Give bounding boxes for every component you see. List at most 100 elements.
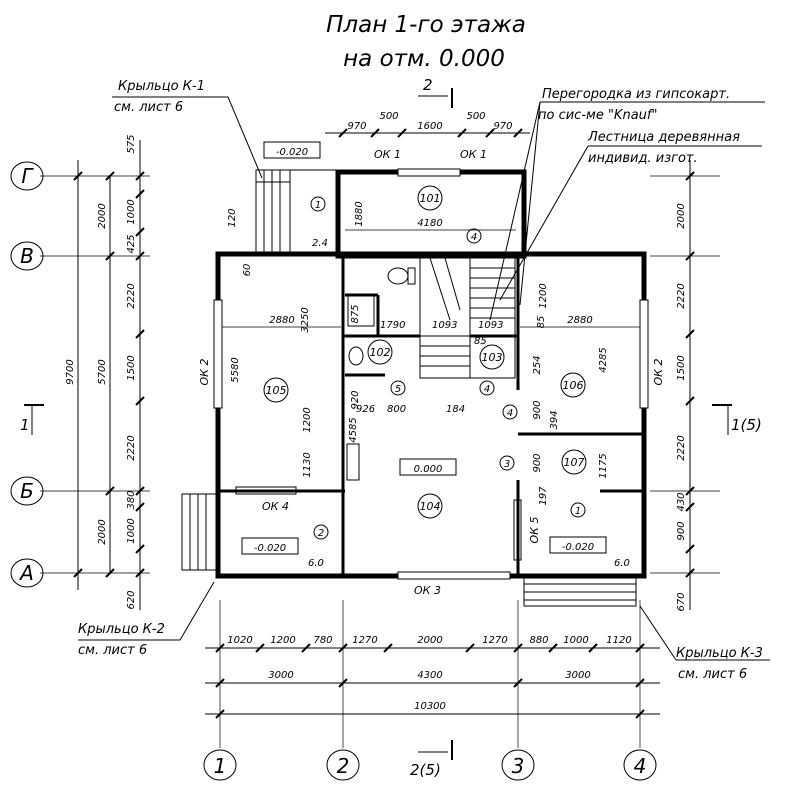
- marker-1b: 1: [575, 506, 581, 517]
- dim-875: 875: [350, 304, 361, 323]
- dim-4285: 4285: [598, 347, 609, 372]
- dim-bottom-5: 2000: [417, 635, 442, 646]
- axis-bubble-a: [10, 558, 44, 588]
- dim-left-inner-2: 1000: [126, 199, 137, 224]
- dim-right-3: 1500: [676, 355, 687, 380]
- dim-926: 926: [356, 404, 375, 415]
- dim-254: 254: [532, 355, 543, 374]
- axis-bubble-1: [203, 749, 237, 781]
- tag-ok1-right: ОК 1: [460, 148, 487, 161]
- porch-k2: [181, 493, 219, 571]
- dim-right-6: 900: [676, 521, 687, 540]
- axis-bubble-g: [10, 161, 44, 191]
- toilet-icon: [387, 267, 409, 285]
- axis-label-2: 2: [337, 754, 350, 778]
- note-partition-system: по сис-ме "Knauf": [538, 108, 657, 123]
- porch-k3: [523, 575, 637, 607]
- note-porch-k3-ref: см. лист 6: [678, 667, 747, 682]
- level-porch-k2: -0.020: [254, 543, 286, 554]
- stove-icon: [346, 443, 360, 481]
- porch-k1: [255, 169, 338, 255]
- axis-bubble-b: [10, 476, 44, 506]
- dim-left-inner-3: 425: [126, 234, 137, 253]
- dim-184: 184: [446, 404, 465, 415]
- note-stair: Лестница деревянная: [587, 130, 740, 145]
- dim-900-b: 900: [532, 453, 543, 472]
- inner-dimensions: 4180 2880 2880 1880 3250 5580 1790 1093 …: [222, 201, 640, 506]
- dim-1790: 1790: [380, 320, 405, 331]
- room-101: 101: [420, 192, 441, 205]
- tag-ok2-right: ОК 2: [652, 359, 665, 386]
- window-tags: ОК 1 ОК 1 ОК 2 ОК 2 ОК 3 ОК 4 ОК 5: [198, 148, 665, 597]
- level-porch-k3: -0.020: [562, 542, 594, 553]
- top-dimensions: 970 500 1600 500 970: [325, 111, 530, 138]
- dim-left-mid-2: 5700: [97, 359, 108, 384]
- dim-5580: 5580: [230, 357, 241, 382]
- section-bottom-label: 2(5): [410, 761, 441, 779]
- dim-800: 800: [387, 404, 406, 415]
- room-labels: 101 102 103 104 105 106 107: [263, 185, 587, 519]
- note-porch-k1: Крыльцо К-1: [118, 79, 205, 94]
- window-ok3: [397, 571, 511, 580]
- dim-bottom-8: 1000: [563, 635, 588, 646]
- dim-394: 394: [549, 410, 560, 429]
- dim-bottom-1: 1020: [227, 635, 252, 646]
- dim-85-b: 85: [536, 316, 547, 329]
- room-104: 104: [420, 500, 441, 513]
- room-106: 106: [563, 379, 584, 392]
- dim-left-inner-7: 380: [126, 490, 137, 509]
- dim-bottom2-1: 3000: [268, 670, 293, 681]
- dim-top-5: 970: [493, 121, 512, 132]
- dim-2880-right: 2880: [567, 315, 592, 326]
- sanitary-fixtures: [346, 267, 416, 481]
- dim-2-4: 2.4: [312, 238, 328, 249]
- level-step-left: 6.0: [308, 558, 324, 569]
- dim-1880: 1880: [354, 201, 365, 226]
- tag-ok3: ОК 3: [414, 584, 441, 597]
- level-step-right: 6.0: [614, 558, 630, 569]
- dim-top-3: 1600: [417, 121, 442, 132]
- door-markers: 1 4 2 5 4 4 3 1: [310, 196, 586, 540]
- dim-right-5: 430: [676, 492, 687, 511]
- window-ok2-right: [639, 299, 649, 409]
- wooden-stair: [419, 257, 516, 379]
- tag-ok2-left: ОК 2: [198, 359, 211, 386]
- marker-3: 3: [504, 459, 510, 470]
- section-top-label: 2: [423, 76, 433, 94]
- dim-bottom3: 10300: [414, 701, 446, 712]
- house-outline: [215, 251, 647, 579]
- marker-2: 2: [318, 528, 324, 539]
- axis-bubble-3: [501, 749, 535, 781]
- section-markers: 2 2(5) 1 1(5): [20, 76, 762, 779]
- marker-4c: 4: [507, 408, 513, 419]
- plan-title: План 1-го этажа: [326, 12, 526, 38]
- tag-ok4: ОК 4: [262, 500, 289, 513]
- top-annex-outline: [335, 169, 527, 259]
- dim-right-2: 2220: [676, 283, 687, 308]
- dim-top-2: 500: [379, 111, 398, 122]
- window-ok1: [397, 168, 461, 177]
- section-left-label: 1: [20, 416, 30, 434]
- note-partition: Перегородка из гипсокарт.: [542, 87, 730, 102]
- axis-label-3: 3: [512, 754, 525, 778]
- dim-bottom2-2: 4300: [417, 670, 442, 681]
- dim-bottom-6: 1270: [482, 635, 507, 646]
- note-porch-k2: Крыльцо К-2: [78, 622, 165, 637]
- note-stair-make: индивид. изгот.: [588, 151, 698, 166]
- dim-bottom-9: 1120: [606, 635, 631, 646]
- room-102: 102: [370, 346, 391, 359]
- note-porch-k1-ref: см. лист 6: [114, 100, 183, 115]
- level-floor: 0.000: [414, 464, 443, 475]
- dim-top-4: 500: [466, 111, 485, 122]
- axis-label-v: В: [20, 244, 34, 268]
- level-marks: -0.020 -0.020 -0.020 0.000 6.0 6.0: [241, 141, 630, 569]
- axis-bubble-v: [10, 241, 44, 271]
- dim-197: 197: [538, 486, 549, 506]
- left-dimensions: 9700 2000 5700 2000 575 1000 425 2220 15…: [65, 134, 145, 610]
- dim-85-a: 85: [474, 336, 487, 347]
- room-103: 103: [482, 351, 503, 364]
- marker-5: 5: [395, 384, 401, 395]
- dim-1175: 1175: [598, 453, 609, 478]
- axis-label-g: Г: [21, 164, 34, 188]
